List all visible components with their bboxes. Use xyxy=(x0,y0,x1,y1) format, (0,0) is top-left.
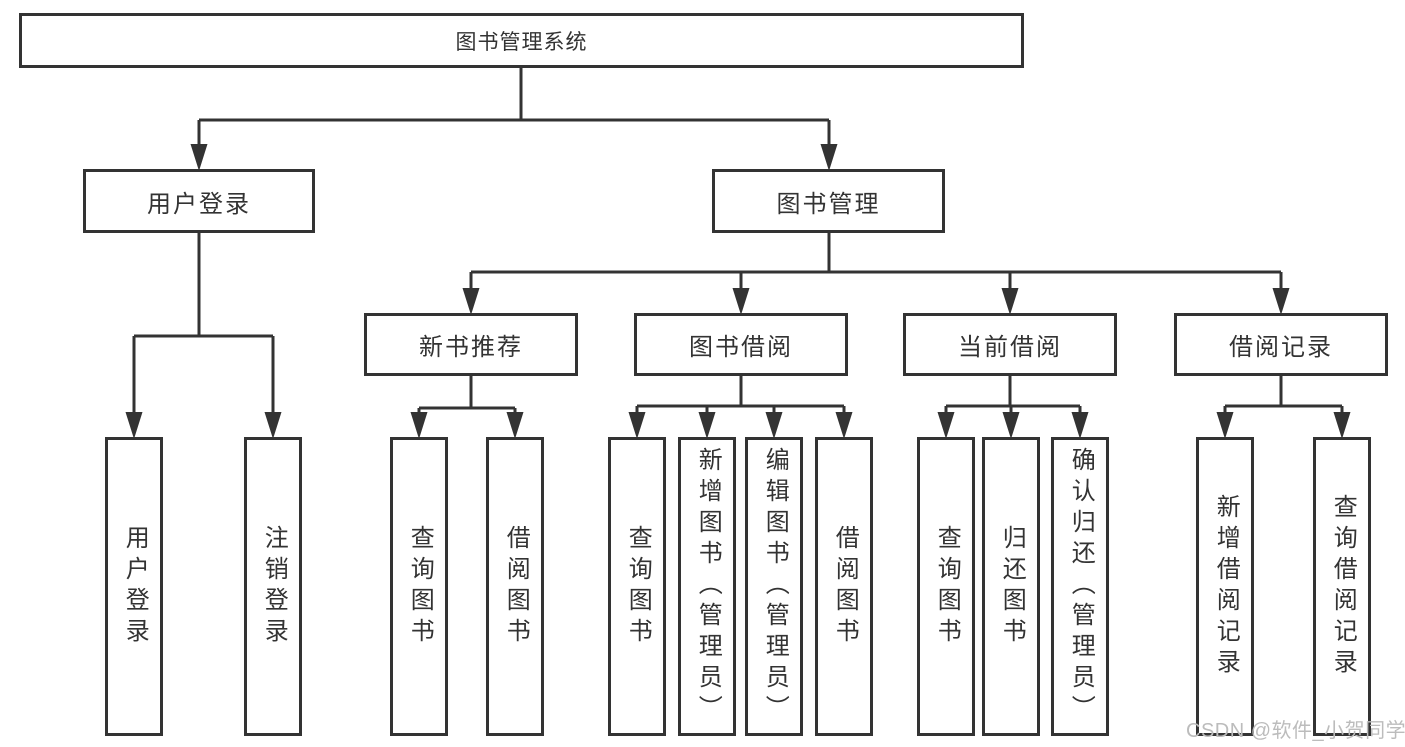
leaf-borrow-books-recommend: 借阅图书 xyxy=(486,437,544,736)
leaf-edit-books-admin: 编辑图书（管理员） xyxy=(745,437,803,736)
leaf-label: 借阅图书 xyxy=(502,524,530,649)
leaf-query-borrow-record: 查询借阅记录 xyxy=(1313,437,1371,736)
leaf-label: 查询图书 xyxy=(406,524,434,649)
leaf-label: 查询图书 xyxy=(933,524,961,649)
leaf-query-books-borrowing: 查询图书 xyxy=(608,437,666,736)
leaf-return-books: 归还图书 xyxy=(982,437,1040,736)
leaf-label: 编辑图书（管理员） xyxy=(761,447,789,726)
leaf-query-books-current: 查询图书 xyxy=(917,437,975,736)
node-current-borrowing: 当前借阅 xyxy=(903,313,1117,376)
leaf-confirm-return-admin: 确认归还（管理员） xyxy=(1051,437,1109,736)
node-new-book-recommend: 新书推荐 xyxy=(364,313,578,376)
leaf-label: 新增图书（管理员） xyxy=(694,447,722,726)
node-book-management: 图书管理 xyxy=(712,169,945,233)
leaf-add-books-admin: 新增图书（管理员） xyxy=(678,437,736,736)
leaf-label: 新增借阅记录 xyxy=(1212,493,1240,680)
node-book-borrowing: 图书借阅 xyxy=(634,313,848,376)
csdn-watermark: CSDN @软件_小贺同学 xyxy=(1186,720,1405,742)
leaf-add-borrow-record: 新增借阅记录 xyxy=(1196,437,1254,736)
node-library-system: 图书管理系统 xyxy=(19,13,1024,68)
node-borrow-records: 借阅记录 xyxy=(1174,313,1388,376)
leaf-label: 借阅图书 xyxy=(831,524,859,649)
leaf-label: 查询借阅记录 xyxy=(1329,493,1357,680)
arrowheads xyxy=(125,144,1351,439)
leaf-user-login: 用户登录 xyxy=(105,437,163,736)
leaf-logout: 注销登录 xyxy=(244,437,302,736)
leaf-label: 归还图书 xyxy=(998,524,1026,649)
leaf-label: 查询图书 xyxy=(624,524,652,649)
node-user-login: 用户登录 xyxy=(83,169,315,233)
leaf-label: 注销登录 xyxy=(260,524,288,649)
leaf-borrow-books: 借阅图书 xyxy=(815,437,873,736)
leaf-query-books-recommend: 查询图书 xyxy=(390,437,448,736)
leaf-label: 确认归还（管理员） xyxy=(1067,447,1095,726)
leaf-label: 用户登录 xyxy=(121,524,149,649)
